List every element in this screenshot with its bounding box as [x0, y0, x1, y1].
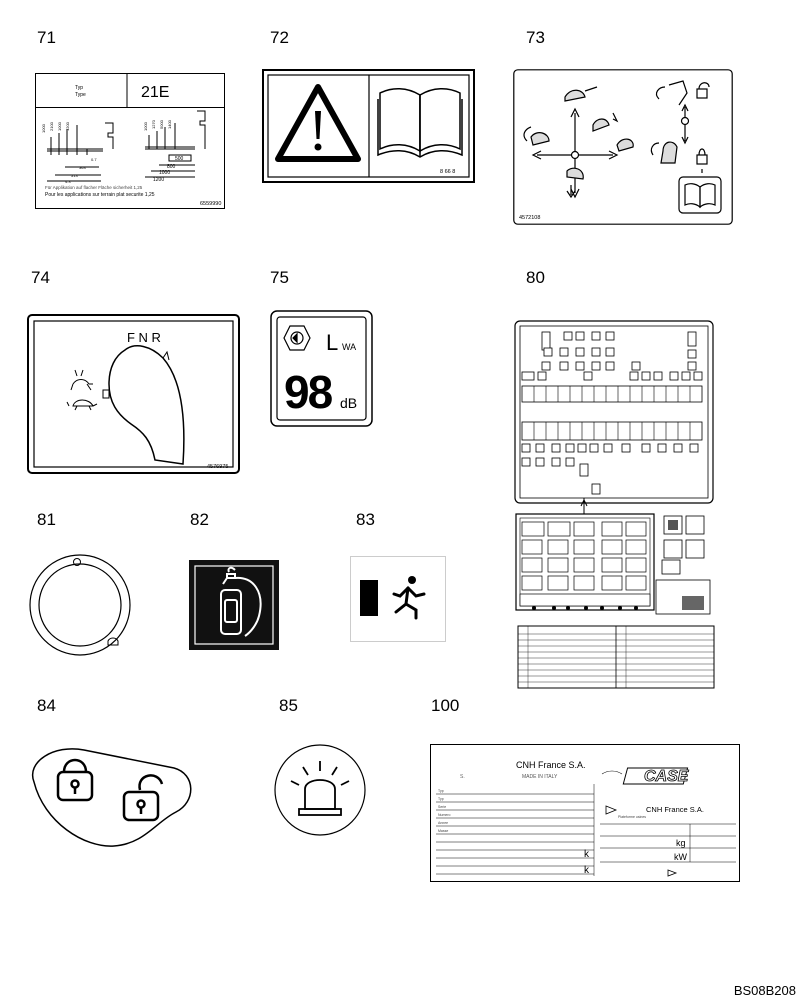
- decal-100-unit-kg: kg: [676, 838, 686, 848]
- decal-72-code: 8 66 8: [440, 169, 455, 175]
- item-number-84: 84: [37, 696, 56, 715]
- decal-81-ring-plate: [29, 554, 131, 656]
- decal-100-made-in: MADE IN ITALY: [522, 774, 558, 780]
- decal-74-code: 4576975: [207, 464, 228, 470]
- svg-text:513: 513: [71, 173, 78, 178]
- decal-80-fuse-box: [514, 320, 715, 689]
- svg-text:1400: 1400: [167, 119, 172, 129]
- decal-75-unit: dB: [340, 395, 357, 411]
- decal-75-value: 98: [284, 366, 333, 418]
- svg-text:Plateforme usines: Plateforme usines: [618, 815, 646, 819]
- svg-text:Für Applikation auf flacher Fl: Für Applikation auf flacher Fläche siche…: [45, 185, 143, 190]
- warning-triangle-icon: [275, 84, 361, 162]
- svg-text:4.3: 4.3: [65, 179, 71, 184]
- manual-book-icon: [377, 88, 463, 158]
- fire-extinguisher-icon: [220, 566, 262, 637]
- decal-75-lwa: L: [326, 330, 338, 355]
- svg-text:363: 363: [79, 165, 86, 170]
- noise-symbol-icon: [283, 325, 311, 351]
- decal-71-code: 6559990: [200, 201, 221, 207]
- svg-text:1000: 1000: [143, 121, 148, 131]
- svg-text:Numero: Numero: [438, 813, 451, 817]
- decal-100-company: CNH France S.A.: [516, 760, 586, 770]
- svg-text:1200: 1200: [65, 121, 70, 131]
- decal-73-control-pattern: 4572108: [513, 69, 733, 225]
- case-logo: CASE: [601, 767, 690, 785]
- svg-text:Typ: Typ: [75, 85, 83, 91]
- svg-text:Type: Type: [75, 92, 86, 98]
- decal-74-gear-selector: F N R 4576975: [27, 314, 240, 474]
- decal-100-company2: CNH France S.A.: [646, 805, 704, 814]
- rabbit-icon: [70, 369, 93, 391]
- svg-text:Annee: Annee: [438, 821, 448, 825]
- svg-text:Typ: Typ: [438, 797, 444, 801]
- svg-text:5000: 5000: [159, 119, 164, 129]
- item-number-82: 82: [190, 510, 209, 529]
- decal-71-dim-800: 800: [167, 164, 176, 170]
- decal-71-footer: Pour les applications sur terrain plat s…: [45, 192, 155, 198]
- turtle-icon: [66, 399, 98, 411]
- running-person-icon: [392, 576, 426, 620]
- svg-text:Serie: Serie: [438, 805, 446, 809]
- item-number-85: 85: [279, 696, 298, 715]
- item-number-81: 81: [37, 510, 56, 529]
- item-number-75: 75: [270, 268, 289, 287]
- decal-72-warning-read-manual: 8 66 8: [262, 69, 475, 183]
- svg-text:1270: 1270: [151, 119, 156, 129]
- item-number-83: 83: [356, 510, 375, 529]
- svg-text:Masse: Masse: [438, 829, 448, 833]
- item-number-100: 100: [431, 696, 460, 715]
- decal-71-dim-1000: 1000: [159, 170, 170, 176]
- decal-75-noise-level: L WA 98 dB: [270, 310, 373, 427]
- svg-text:1000: 1000: [41, 123, 46, 133]
- decal-75-lwa-sub: WA: [342, 342, 356, 352]
- decal-82-fire-extinguisher: [189, 560, 279, 650]
- decal-100-unit-k2: k: [584, 865, 590, 876]
- item-number-72: 72: [270, 28, 289, 47]
- svg-text:2100: 2100: [49, 121, 54, 131]
- decal-100-data-plate: CNH France S.A. S. MADE IN ITALY TypTypS…: [430, 744, 740, 882]
- decal-100-brand: CASE: [644, 768, 690, 785]
- rabbit-icon: [107, 637, 119, 646]
- lock-closed-icon: [56, 758, 94, 802]
- decal-74-gears: F N R: [127, 330, 161, 345]
- decal-100-unit-k: k: [584, 849, 590, 860]
- decal-85-beacon: [274, 744, 366, 836]
- beacon-light-icon: [290, 761, 350, 816]
- decal-71-dim-500: 500: [175, 156, 184, 162]
- lock-open-icon: [122, 774, 164, 822]
- document-id: BS08B208: [733, 983, 796, 998]
- item-number-74: 74: [31, 268, 50, 287]
- item-number-73: 73: [526, 28, 545, 47]
- item-number-71: 71: [37, 28, 56, 47]
- decal-73-code: 4572108: [519, 215, 540, 221]
- svg-text:Typ: Typ: [438, 789, 444, 793]
- decal-84-lock-unlock: [31, 748, 192, 847]
- item-number-80: 80: [526, 268, 545, 287]
- decal-71-model: 21E: [141, 84, 169, 101]
- decal-100-unit-kw: kW: [674, 852, 688, 862]
- decal-83-emergency-exit: [350, 556, 446, 642]
- decal-71-load-chart: Typ Type 21E 1000 2100 1000 1200 0.7 363…: [35, 73, 225, 209]
- svg-text:0.7: 0.7: [91, 157, 97, 162]
- svg-text:S.: S.: [460, 774, 465, 780]
- decal-71-dim-1200: 1200: [153, 177, 164, 183]
- svg-text:1000: 1000: [57, 121, 62, 131]
